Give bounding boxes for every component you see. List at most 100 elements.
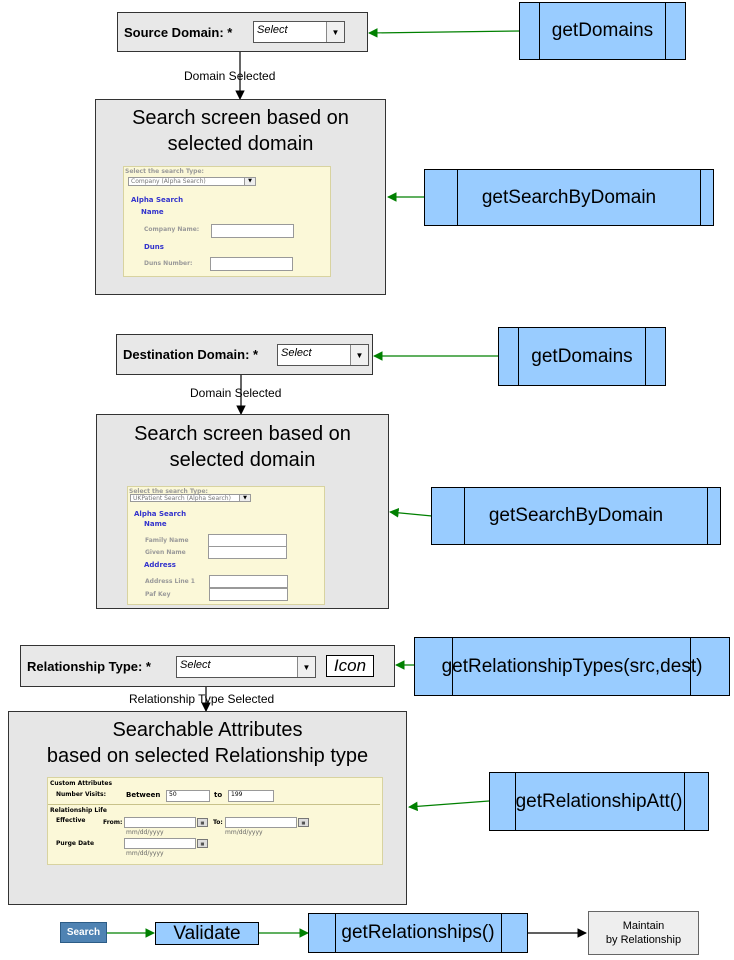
search-type-select[interactable]: UKPatient Search (Alpha Search)▼	[130, 494, 251, 502]
group-duns: Duns	[144, 243, 164, 251]
relationship-type-box: Relationship Type: * Select ▼ Icon	[20, 645, 395, 687]
process-bar-right	[501, 914, 502, 952]
maintain-by-relationship-note: Maintain by Relationship	[588, 911, 699, 955]
relationship-icon-button[interactable]: Icon	[326, 655, 374, 677]
get-domains-process-2: getDomains	[498, 327, 666, 386]
search-type-value: Company (Alpha Search)	[131, 178, 206, 185]
source-domain-box: Source Domain: * Select ▼	[117, 12, 368, 52]
address-line-1-label: Address Line 1	[145, 578, 195, 585]
group-name: Name	[144, 520, 167, 528]
destination-select-value: Select	[281, 347, 312, 359]
screen-title-line2: selected domain	[169, 449, 316, 471]
process-label: getRelationshipTypes(src,dest)	[441, 655, 703, 677]
destination-domain-label: Destination Domain: *	[123, 347, 259, 362]
source-search-form: Select the search Type: Company (Alpha S…	[123, 166, 331, 277]
visits-to-input[interactable]: 199	[228, 790, 274, 802]
process-bar-left	[515, 773, 516, 830]
note-line2: by Relationship	[605, 934, 682, 946]
company-name-input[interactable]	[211, 224, 294, 238]
search-type-label: Select the search Type:	[125, 168, 204, 175]
relationship-edge-label: Relationship Type Selected	[129, 692, 275, 706]
screen-title-line2: selected domain	[167, 133, 314, 155]
source-edge-label: Domain Selected	[184, 69, 276, 83]
attributes-form: Custom Attributes Number Visits: Between…	[47, 777, 383, 865]
family-name-label: Family Name	[145, 537, 189, 544]
calendar-icon[interactable]: ▦	[298, 818, 309, 827]
process-bar-right	[707, 488, 708, 544]
paf-key-label: Paf Key	[145, 591, 171, 598]
duns-number-label: Duns Number:	[144, 260, 193, 267]
process-bar-right	[684, 773, 685, 830]
process-bar-right	[665, 3, 666, 59]
process-label: getRelationships()	[341, 922, 495, 943]
paf-key-input[interactable]	[209, 588, 288, 601]
duns-number-input[interactable]	[210, 257, 293, 271]
date-hint: mm/dd/yyyy	[126, 829, 164, 836]
relationship-type-select[interactable]: Select ▼	[176, 656, 316, 678]
process-label: getSearchByDomain	[488, 505, 664, 526]
arrow-relatt-to-screen	[408, 800, 490, 812]
effective-from-input[interactable]	[124, 817, 196, 828]
process-label: getDomains	[531, 345, 633, 367]
get-relationship-att-process: getRelationshipAtt()	[489, 772, 709, 831]
screen-title-line1: Searchable Attributes	[112, 719, 303, 741]
screen-title-line1: Search screen based on	[134, 423, 351, 445]
chevron-down-icon: ▼	[326, 22, 344, 42]
process-label: getDomains	[551, 20, 654, 41]
search-type-select[interactable]: Company (Alpha Search) ▼	[128, 177, 256, 186]
destination-domain-box: Destination Domain: * Select ▼	[116, 334, 373, 375]
group-address: Address	[144, 561, 176, 569]
chevron-down-icon: ▼	[297, 657, 315, 677]
chevron-down-icon: ▼	[244, 178, 255, 185]
search-button[interactable]: Search	[60, 922, 107, 943]
validate-process: Validate	[155, 922, 259, 945]
relationship-type-label: Relationship Type: *	[27, 658, 151, 674]
relationship-life-header: Relationship Life	[50, 807, 107, 814]
to-label: to	[214, 791, 223, 799]
address-line-1-input[interactable]	[209, 575, 288, 588]
arrow-search2-to-screen	[389, 508, 433, 518]
calendar-icon[interactable]: ▦	[197, 818, 208, 827]
get-search-by-domain-process-2: getSearchByDomain	[431, 487, 721, 545]
group-name: Name	[141, 208, 164, 216]
chevron-down-icon: ▼	[350, 345, 368, 365]
destination-search-form: Select the search Type: UKPatient Search…	[127, 486, 325, 605]
get-relationships-process: getRelationships()	[308, 913, 528, 953]
divider	[48, 804, 380, 805]
effective-to-input[interactable]	[225, 817, 297, 828]
process-bar-left	[452, 638, 453, 695]
search-type-label: Select the search Type:	[129, 488, 208, 495]
search-type-value: UKPatient Search (Alpha Search)	[133, 495, 231, 502]
section-alpha-search: Alpha Search	[134, 510, 187, 518]
source-domain-select[interactable]: Select ▼	[253, 21, 345, 43]
effective-label: Effective	[56, 817, 86, 824]
process-bar-right	[700, 170, 701, 225]
date-hint: mm/dd/yyyy	[126, 850, 164, 857]
to-date-label: To:	[213, 819, 223, 826]
screen-title-line1: Search screen based on	[132, 107, 349, 129]
source-search-screen: Search screen based on selected domain S…	[95, 99, 386, 295]
from-label: From:	[103, 819, 123, 826]
process-bar-right	[690, 638, 691, 695]
source-select-value: Select	[257, 24, 288, 36]
custom-attributes-header: Custom Attributes	[50, 780, 113, 787]
process-label: getRelationshipAtt()	[515, 790, 683, 812]
searchable-attributes-screen: Searchable Attributes based on selected …	[8, 711, 407, 905]
calendar-icon[interactable]: ▦	[197, 839, 208, 848]
relationship-select-value: Select	[180, 659, 211, 671]
process-bar-left	[457, 170, 458, 225]
screen-title-line2: based on selected Relationship type	[46, 745, 369, 767]
given-name-input[interactable]	[208, 546, 287, 559]
number-visits-label: Number Visits:	[56, 791, 107, 798]
purge-date-input[interactable]	[124, 838, 196, 849]
company-name-label: Company Name:	[144, 226, 200, 233]
note-line1: Maintain	[622, 920, 665, 932]
destination-domain-select[interactable]: Select ▼	[277, 344, 369, 366]
date-hint: mm/dd/yyyy	[225, 829, 263, 836]
get-search-by-domain-process-1: getSearchByDomain	[424, 169, 714, 226]
visits-from-input[interactable]: 50	[166, 790, 210, 802]
process-bar-left	[539, 3, 540, 59]
arrow-getdomains-to-source	[368, 28, 521, 38]
purge-date-label: Purge Date	[56, 840, 95, 847]
